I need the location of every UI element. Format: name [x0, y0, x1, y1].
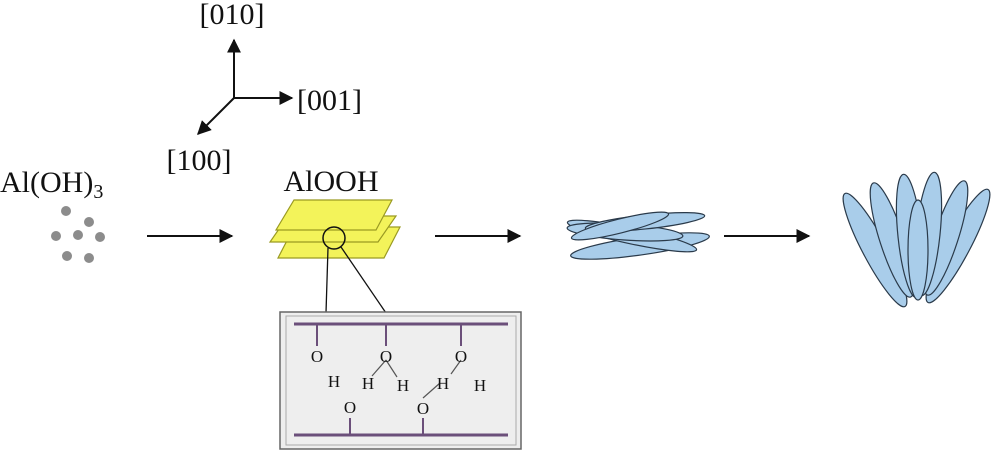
axis-100-label: [100] [167, 144, 232, 177]
axis-indicator: [010] [001] [100] [167, 0, 362, 177]
particle [95, 232, 105, 242]
atom-label: O [380, 347, 392, 366]
atom-label: O [344, 398, 356, 417]
aloh3-label-subscript: 3 [93, 181, 103, 203]
particle [73, 230, 83, 240]
oh-bond [385, 359, 398, 378]
aloh3-particles [51, 206, 105, 263]
particle [51, 231, 61, 241]
oh-bond [422, 382, 441, 399]
atom-label: H [328, 372, 340, 391]
petal [907, 199, 929, 301]
particle [61, 206, 71, 216]
nanoplate [570, 211, 670, 241]
axis-001-label: [001] [297, 84, 362, 117]
elongated-nanoplates [566, 211, 710, 260]
atom-label: H [474, 376, 486, 395]
axis-010-label: [010] [200, 0, 265, 31]
hydrogen-bond-inset: O H O H O H O H O H [279, 311, 522, 450]
magnifier-line-right [340, 246, 387, 314]
inset-inner-frame [285, 315, 517, 446]
particle [62, 251, 72, 261]
alooh-label: AlOOH [284, 165, 379, 198]
magnifier-line-left [325, 247, 329, 314]
oh-bond [371, 359, 387, 377]
atom-label: O [311, 347, 323, 366]
atom-label: O [417, 399, 429, 418]
inset-frame [279, 311, 522, 450]
particle [84, 253, 94, 263]
atom-label: O [455, 347, 467, 366]
sheet-top [274, 199, 393, 231]
axis-100-arrow [197, 97, 235, 135]
alooh-layered-sheets [268, 199, 401, 314]
atom-label: H [362, 374, 374, 393]
flower-like-assembly [842, 171, 991, 308]
atom-label: H [437, 374, 449, 393]
aloh3-label: Al(OH)3 [0, 166, 103, 203]
aloh3-label-main: Al(OH) [0, 166, 93, 199]
atom-label: H [397, 376, 409, 395]
particle [84, 217, 94, 227]
magnifier-circle [322, 226, 346, 250]
oh-bond [450, 359, 462, 375]
